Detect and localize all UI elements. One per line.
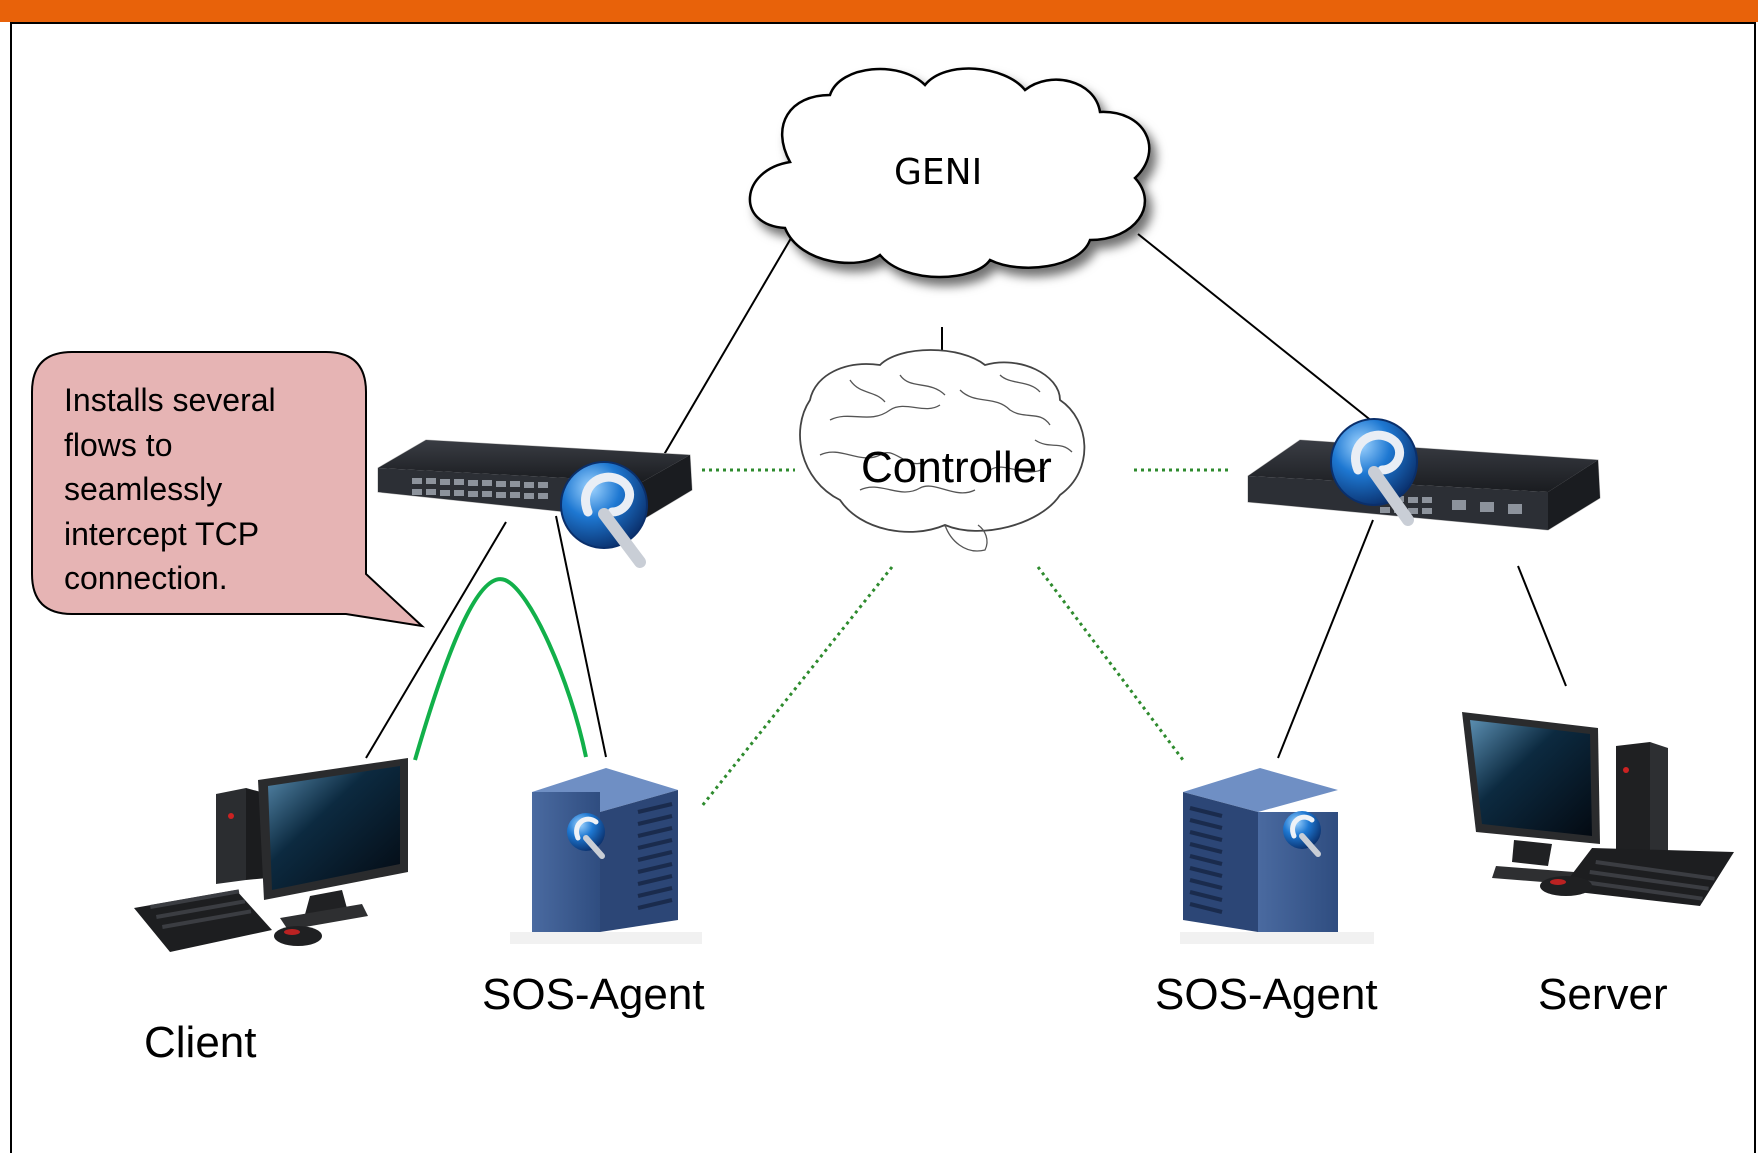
control-links [700, 468, 1230, 807]
desktop-computer-icon-client [134, 758, 408, 952]
link-right-switch-right-agent [1277, 519, 1374, 759]
link-cloud-right-switch [1137, 233, 1374, 423]
callout-line-1: Installs several [64, 382, 276, 418]
openflow-logo-icon-right-switch [1330, 418, 1418, 526]
left-agent-label: SOS-Agent [482, 970, 705, 1019]
link-left-switch-left-agent [555, 515, 607, 758]
slide-frame [10, 22, 1756, 1153]
server-tower-icon-left [510, 768, 702, 944]
brain-icon [799, 349, 1086, 552]
header-bar [0, 0, 1758, 22]
desktop-computer-icon-server [1462, 712, 1734, 906]
link-left-switch-client [365, 521, 507, 759]
callout-line-4: intercept TCP [64, 515, 260, 552]
callout-line-2: flows to [64, 426, 173, 463]
control-link-right-agent [1036, 566, 1185, 761]
callout-text: Installs several flows to seamlessly int… [64, 378, 364, 601]
control-link-left-agent [700, 566, 894, 807]
link-cloud-left-switch [654, 227, 798, 471]
openflow-logo-icon-left-switch [560, 461, 648, 568]
callout-line-5: connection. [64, 560, 228, 596]
client-label: Client [144, 1018, 257, 1067]
callout-line-3: seamlessly [64, 471, 223, 507]
cloud-label: GENI [894, 152, 983, 193]
link-right-switch-server [1517, 565, 1567, 687]
callout-bubble-shape [31, 351, 426, 628]
right-agent-label: SOS-Agent [1155, 970, 1378, 1019]
server-tower-icon-right [1180, 768, 1374, 944]
cloud-icon [748, 67, 1151, 279]
server-label: Server [1538, 970, 1668, 1019]
network-switch-icon-right [1247, 439, 1601, 531]
controller-label: Controller [861, 443, 1052, 492]
tcp-data-path [413, 577, 588, 761]
